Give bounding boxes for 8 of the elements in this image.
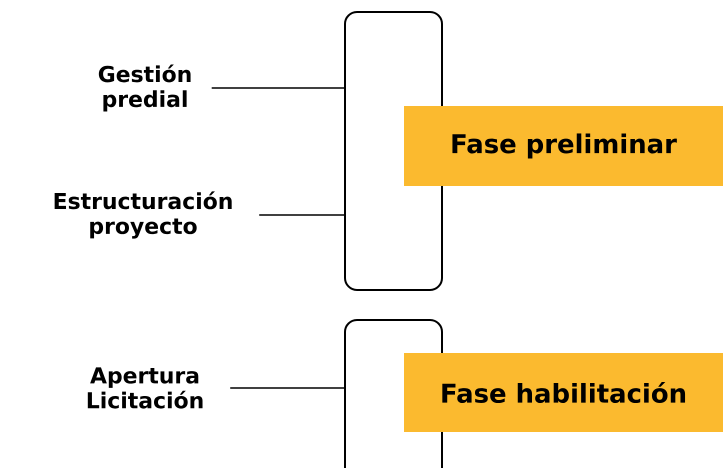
activity-label: Gestión predial xyxy=(98,64,191,112)
connector-line xyxy=(230,387,344,389)
phase-band: Fase preliminar xyxy=(404,106,723,186)
activity-label: Estructuración proyecto xyxy=(54,191,232,239)
connector-line xyxy=(259,214,344,216)
activity-label: Apertura Licitación xyxy=(88,367,203,409)
phase-band: Fase habilitación xyxy=(404,353,723,432)
connector-line xyxy=(212,87,344,89)
